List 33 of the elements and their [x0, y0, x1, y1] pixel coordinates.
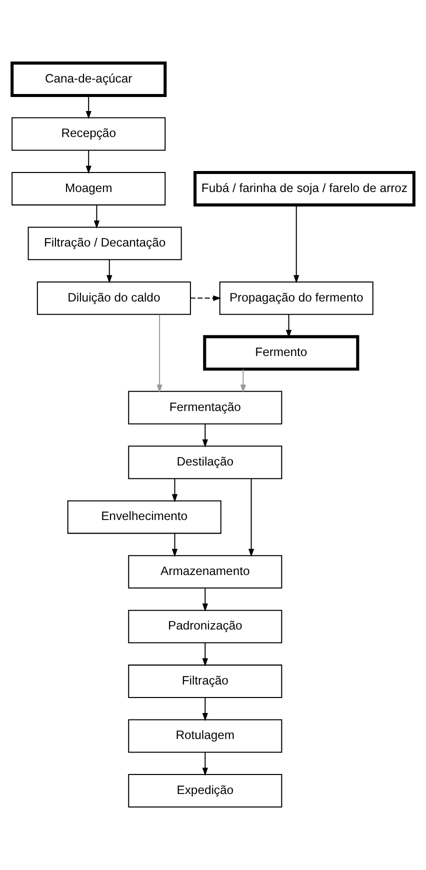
arrow [86, 96, 92, 120]
node-box: Rotulagem [128, 719, 282, 753]
node-box: Propagação do fermento [219, 281, 374, 315]
node-box: Moagem [12, 172, 166, 206]
node-box: Cana-de-açúcar [10, 62, 167, 97]
arrow [202, 752, 208, 776]
arrow [94, 205, 100, 229]
arrow [106, 260, 112, 284]
arrow [156, 314, 162, 393]
node-box: Padronização [128, 610, 282, 644]
arrow [172, 478, 178, 502]
node-box: Destilação [128, 446, 282, 480]
arrow [240, 369, 246, 393]
arrow [248, 478, 254, 557]
arrow [202, 642, 208, 666]
node-box: Filtração / Decantação [28, 226, 182, 260]
arrow [190, 295, 222, 302]
arrow [202, 424, 208, 448]
node-box: Envelhecimento [67, 500, 222, 534]
arrow [294, 205, 300, 284]
arrow [286, 314, 292, 338]
node-box: Fermento [203, 335, 360, 371]
arrow [202, 698, 208, 722]
node-box: Expedição [128, 774, 282, 808]
node-box: Recepção [12, 117, 166, 151]
node-box: Fermentação [128, 390, 282, 424]
node-box: Diluição do caldo [36, 281, 191, 315]
arrow [172, 534, 178, 557]
node-box: Filtração [128, 664, 282, 698]
node-box: Armazenamento [128, 555, 282, 589]
arrow [202, 588, 208, 612]
arrow [86, 150, 92, 174]
node-box: Fubá / farinha de soja / farelo de arroz [193, 170, 416, 206]
